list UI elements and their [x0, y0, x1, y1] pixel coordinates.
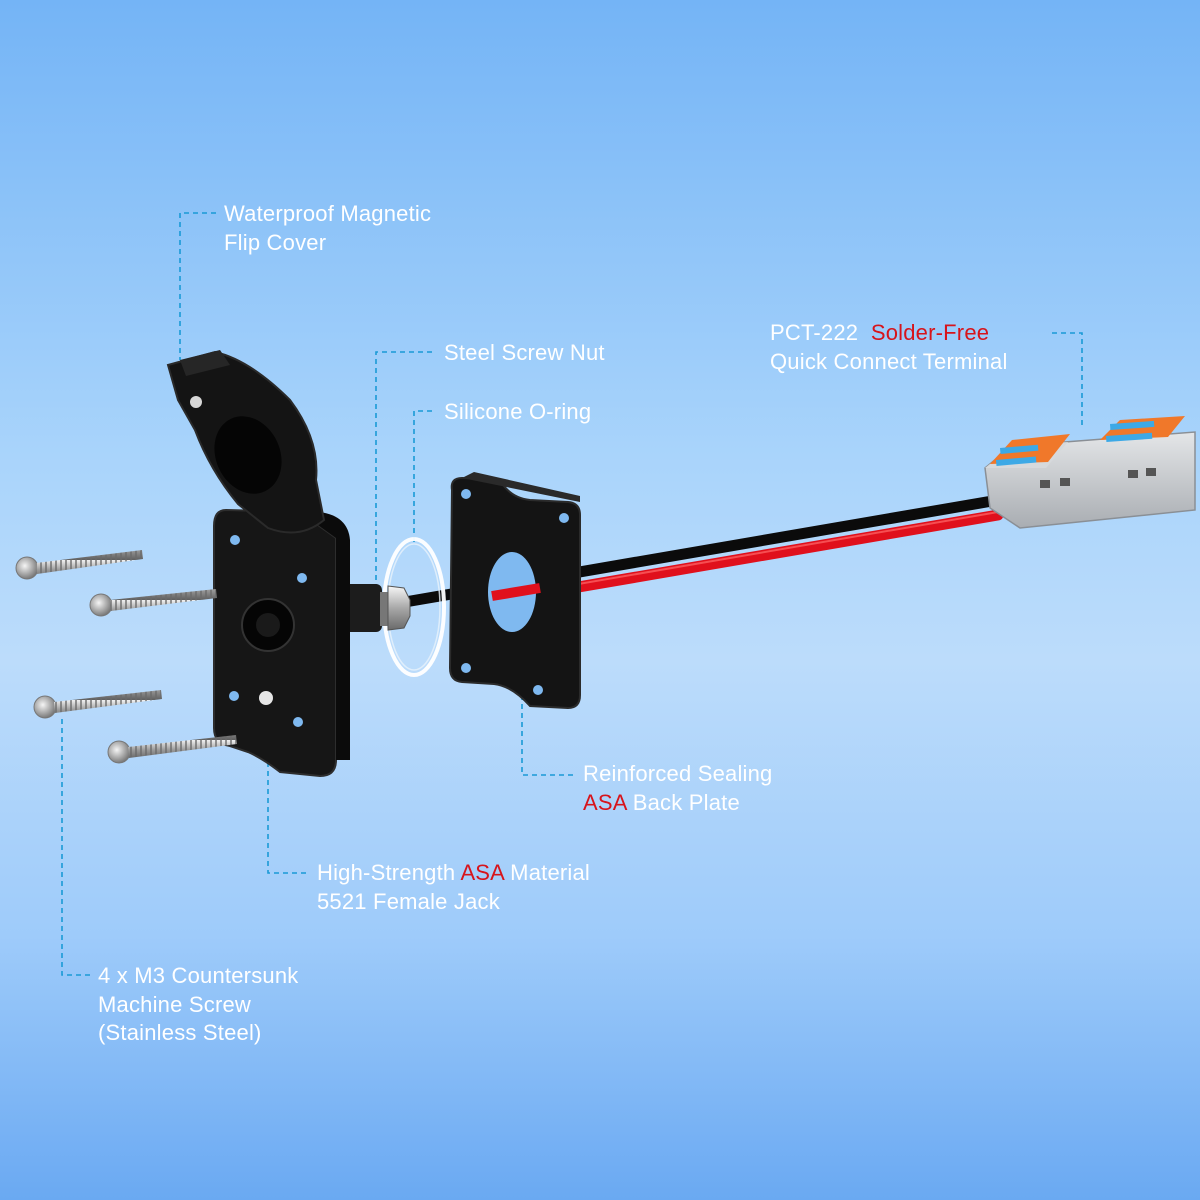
label-jack-prefix: High-Strength [317, 860, 461, 885]
leader-screw-nut [375, 351, 432, 590]
terminal-lever-right [1100, 416, 1185, 442]
screw-1 [15, 550, 143, 580]
label-back-plate-line1: Reinforced Sealing [583, 761, 773, 786]
label-back-plate-highlight: ASA [583, 789, 627, 815]
label-screws-line2: Machine Screw [98, 991, 251, 1017]
screw-4 [107, 735, 237, 764]
label-terminal-line1: PCT-222 Solder-Free [770, 319, 1008, 348]
label-back-plate-rest: Back Plate [626, 789, 740, 815]
leader-screws [61, 718, 90, 976]
label-terminal-highlight: Solder-Free [870, 320, 990, 345]
terminal-lever-left [990, 434, 1070, 466]
label-terminal: PCT-222 Solder-Free Quick Connect Termin… [770, 319, 1008, 376]
label-terminal-model: PCT-222 [770, 320, 859, 345]
label-screws: 4 x M3 Countersunk Machine Screw (Stainl… [98, 962, 298, 1048]
label-terminal-line2: Quick Connect Terminal [770, 348, 1008, 374]
label-flip-cover-line1: Waterproof Magnetic [224, 201, 432, 226]
leader-o-ring [413, 410, 432, 545]
label-o-ring: Silicone O-ring [444, 398, 591, 427]
front-housing [213, 508, 350, 778]
label-jack-highlight: ASA [460, 860, 504, 885]
label-back-plate-line2: ASA Back Plate [583, 789, 773, 818]
steel-screw-nut [387, 585, 411, 631]
label-flip-cover: Waterproof Magnetic Flip Cover [224, 200, 431, 257]
label-jack-line2: 5521 Female Jack [317, 888, 500, 914]
label-flip-cover-line2: Flip Cover [224, 229, 327, 255]
label-back-plate: Reinforced Sealing ASA Back Plate [583, 760, 773, 817]
screw-2 [89, 589, 217, 617]
label-screws-line1: 4 x M3 Countersunk [98, 963, 299, 988]
quick-connect-terminal [984, 416, 1196, 529]
label-jack-suffix: Material [503, 860, 591, 885]
leader-lines [61, 212, 1083, 976]
leader-terminal [1052, 332, 1083, 425]
label-screw-nut: Steel Screw Nut [444, 339, 605, 368]
label-o-ring-line1: Silicone O-ring [444, 399, 592, 424]
leader-jack [267, 735, 306, 874]
label-screws-line3: (Stainless Steel) [98, 1020, 262, 1045]
screw-3 [33, 690, 162, 719]
label-jack: High-Strength ASA Material 5521 Female J… [317, 859, 590, 916]
flip-cover [166, 350, 326, 534]
label-screw-nut-line1: Steel Screw Nut [444, 340, 605, 365]
label-jack-line1: High-Strength ASA Material [317, 859, 590, 888]
leader-flip-cover [179, 212, 216, 360]
